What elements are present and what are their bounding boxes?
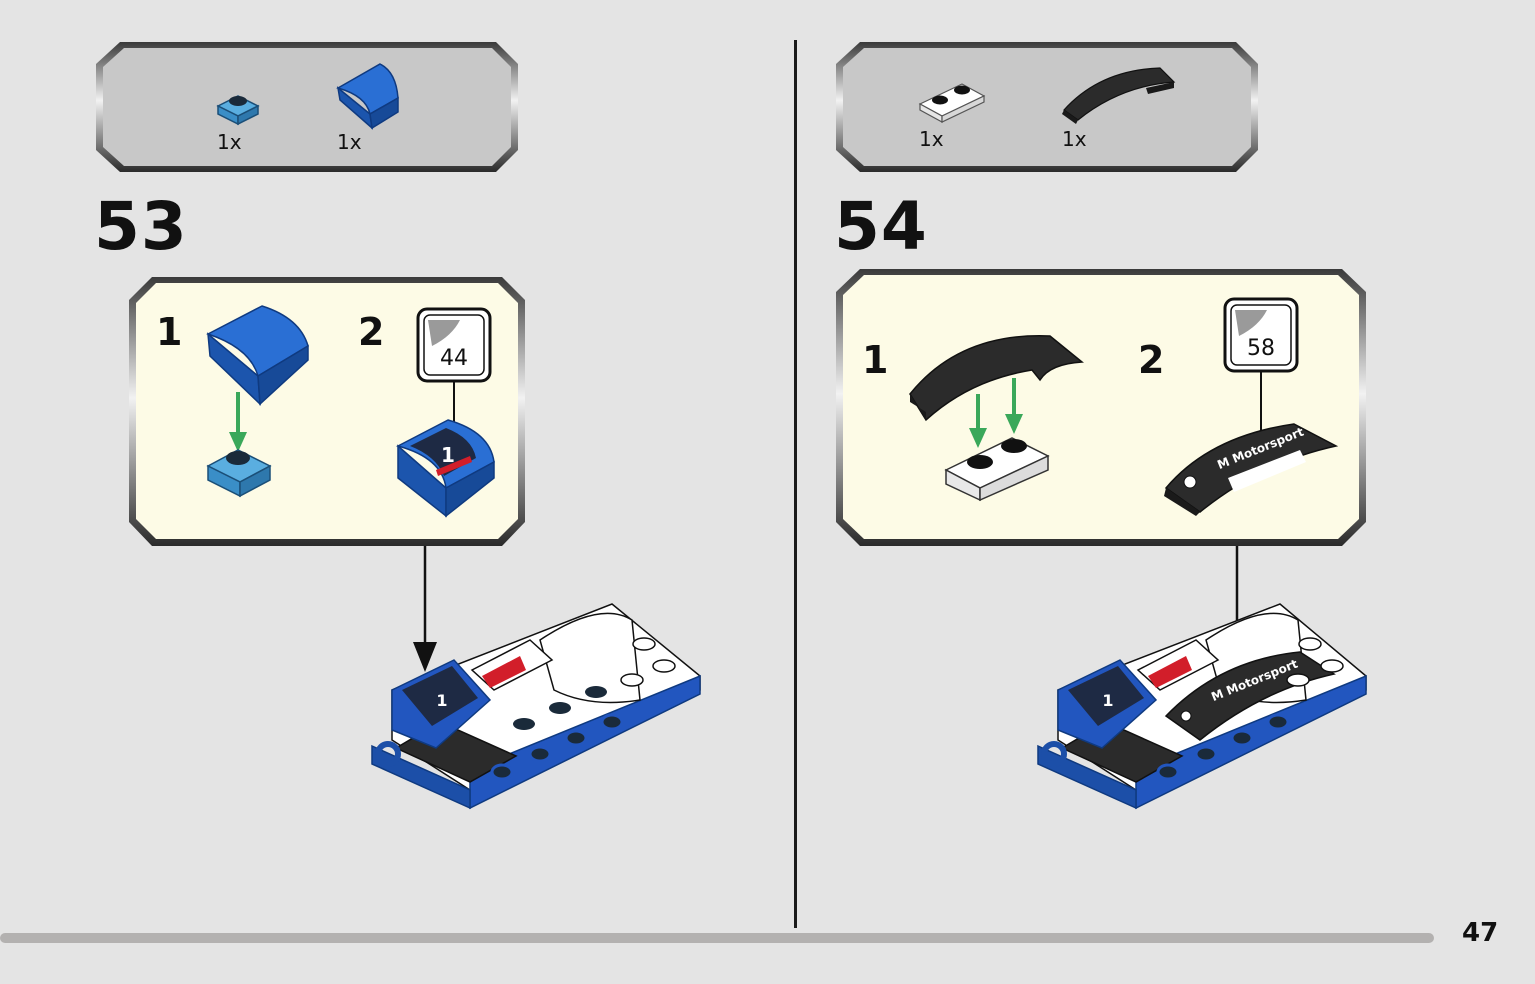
step-53-substep-2-label: 2 (358, 310, 385, 354)
step-53-part-1-quantity: 1x (217, 130, 242, 154)
step-54-substep-1-label: 1 (862, 338, 889, 382)
part-blue-curved-wedge (336, 63, 399, 130)
sticker-tile-number: 1 (441, 443, 455, 467)
step-53-substep-1-label: 1 (156, 310, 183, 354)
step-53-sticker-callout (416, 307, 492, 432)
step-54-sticker-callout (1223, 297, 1299, 436)
step-54-substep-2-label: 2 (1138, 338, 1165, 382)
step-53-part-2-quantity: 1x (337, 130, 362, 154)
model-54-tile-number: 1 (1102, 691, 1113, 710)
step-54-part-2-quantity: 1x (1062, 127, 1087, 151)
step-54-sticker-number: 58 (1247, 336, 1275, 361)
step-54-number: 54 (834, 188, 928, 265)
step-54-sub1-illustration (909, 335, 1084, 502)
step-53-assembled-model: 1 (371, 603, 701, 810)
model-53-tile-number: 1 (436, 691, 447, 710)
page-divider (794, 40, 797, 928)
part-black-curved-slope (1062, 67, 1176, 124)
step-54-parts-box (836, 42, 1258, 172)
step-54-assembled-model: M Motorsport 1 (1037, 603, 1367, 810)
part-light-blue-plate-1x1 (216, 95, 260, 126)
step-53-sub1-illustration (206, 305, 309, 498)
page-progress-bar (0, 933, 1434, 943)
step-53-sub2-illustration: 1 (395, 419, 495, 518)
page-number: 47 (1462, 918, 1499, 948)
step-54-part-1-quantity: 1x (919, 127, 944, 151)
step-53-parts-box (96, 42, 518, 172)
part-white-plate-1x2 (918, 83, 986, 124)
step-54-sub2-illustration: M Motorsport (1164, 423, 1339, 516)
step-53-arrow-head (413, 642, 437, 672)
step-53-sticker-number: 44 (440, 346, 468, 371)
step-53-number: 53 (94, 188, 188, 265)
